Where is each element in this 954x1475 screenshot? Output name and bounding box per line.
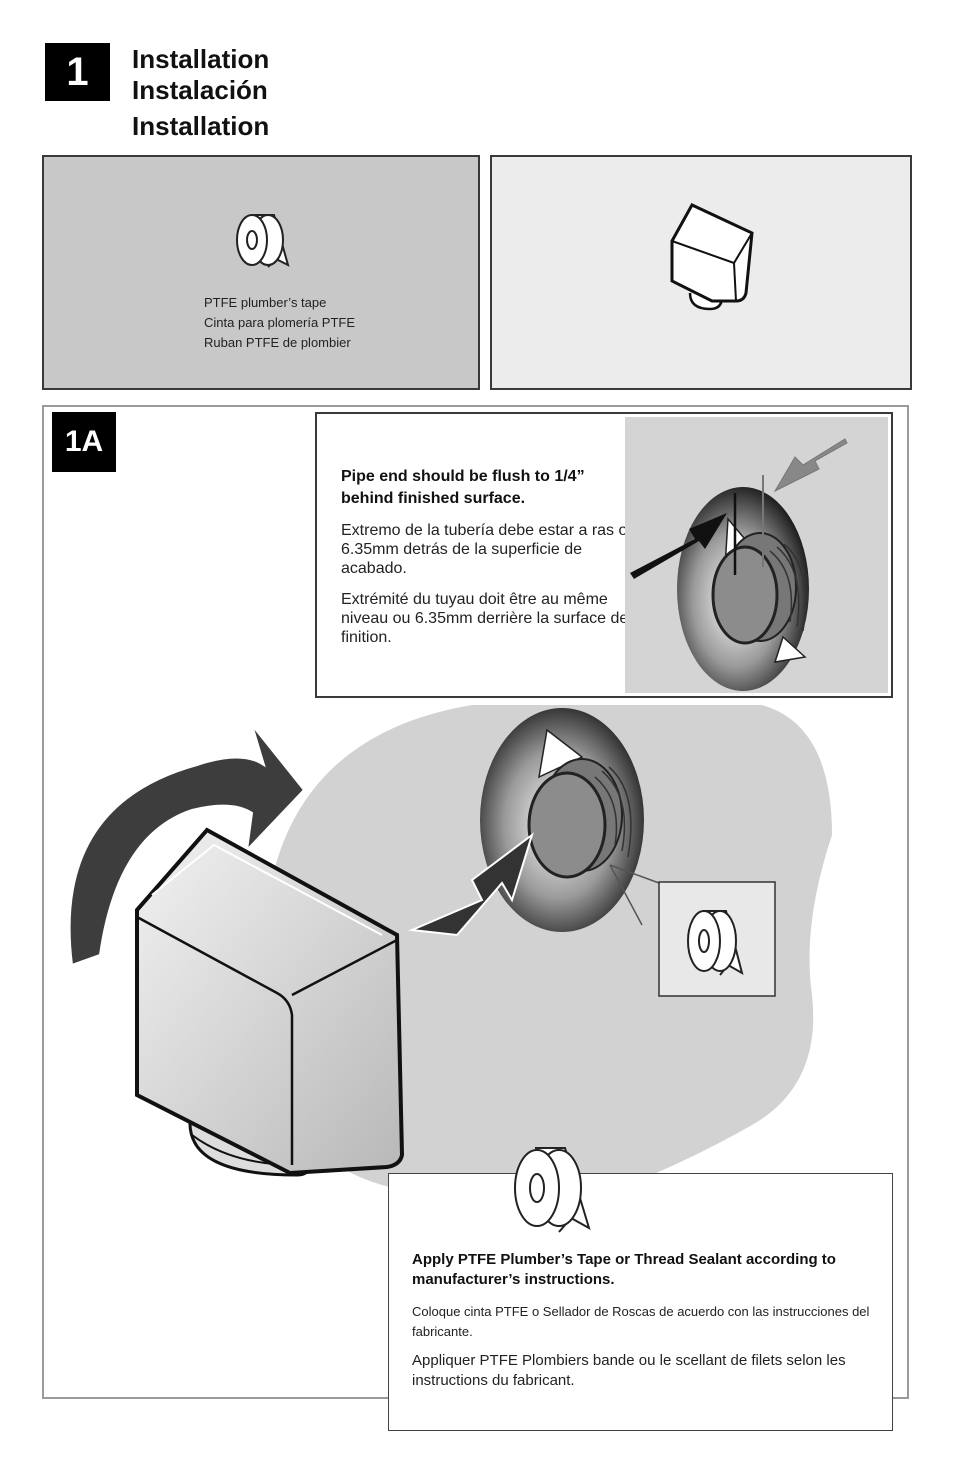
step-title-fr: Installation — [132, 111, 270, 141]
tools-panel: PTFE plumber’s tape Cinta para plomería … — [42, 155, 480, 390]
substep-badge: 1A — [52, 412, 116, 472]
pipe-note-fr: Extrémité du tuyau doit être au même niv… — [341, 591, 629, 646]
step-title-en: Installation — [132, 44, 270, 74]
instruction-bold: Apply PTFE Plumber’s Tape or Thread Seal… — [412, 1251, 836, 1288]
tape-roll-icon — [514, 1147, 591, 1233]
instruction-es: Coloque cinta PTFE o Sellador de Roscas … — [412, 1304, 870, 1339]
wall-elbow-icon — [670, 203, 754, 311]
pipe-note-box: Pipe end should be flush to 1/4” behind … — [315, 412, 893, 698]
installation-illustration — [68, 705, 832, 1195]
tape-roll-icon — [236, 214, 290, 268]
pipe-detail-image — [625, 417, 888, 693]
step-number-badge: 1 — [45, 43, 110, 101]
instruction-fr: Appliquer PTFE Plombiers bande ou le sce… — [412, 1352, 846, 1389]
tape-instruction-box: Apply PTFE Plumber’s Tape or Thread Seal… — [388, 1147, 893, 1431]
tool-label-es: Cinta para plomería PTFE — [204, 315, 356, 330]
step-title-es: Instalación — [132, 75, 268, 105]
tool-label-en: PTFE plumber’s tape — [204, 295, 327, 310]
tool-label-fr: Ruban PTFE de plombier — [204, 335, 351, 350]
pipe-note-bold: Pipe end should be flush to 1/4” behind … — [341, 468, 585, 507]
pipe-flush-diagram — [630, 438, 848, 691]
pipe-note-es: Extremo de la tubería debe estar a ras o… — [341, 522, 628, 577]
part-panel — [490, 155, 912, 390]
